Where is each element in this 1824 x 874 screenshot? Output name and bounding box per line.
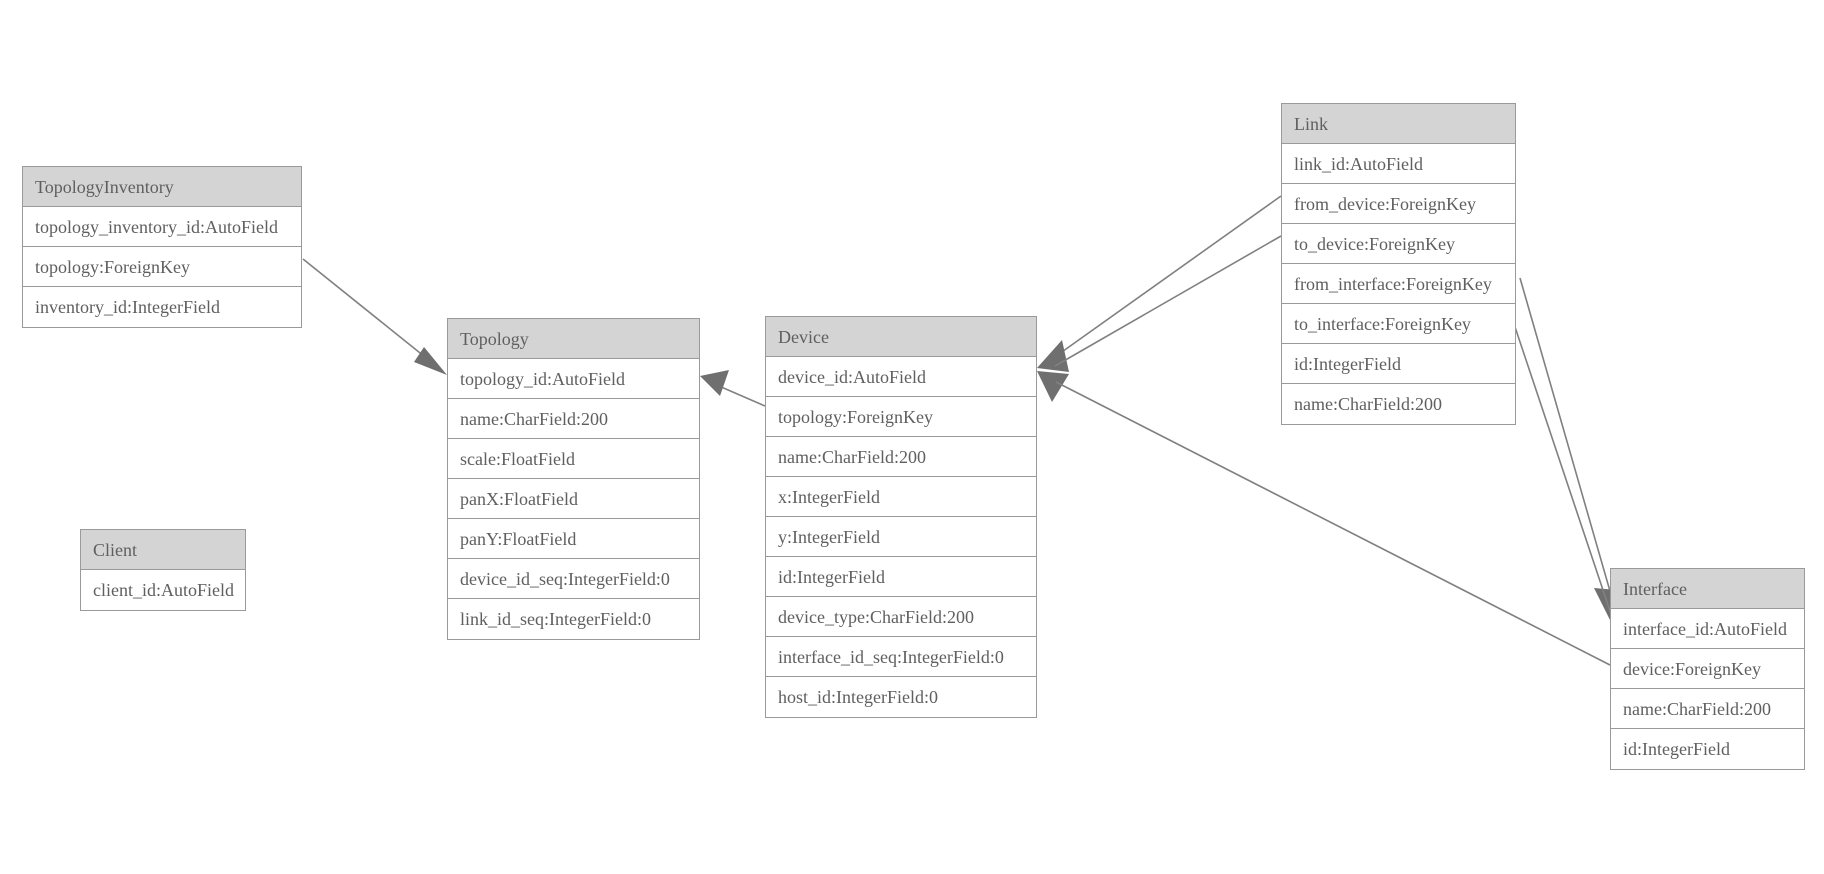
entity-fields-topology: topology_id:AutoField name:CharField:200… (448, 359, 699, 639)
field-row[interactable]: scale:FloatField (448, 439, 699, 479)
field-row[interactable]: from_interface:ForeignKey (1282, 264, 1515, 304)
entity-fields-client: client_id:AutoField (81, 570, 245, 610)
entity-topology-inventory[interactable]: TopologyInventory topology_inventory_id:… (22, 166, 302, 328)
field-row[interactable]: inventory_id:IntegerField (35, 297, 220, 317)
entity-title-topology-inventory: TopologyInventory (23, 167, 301, 207)
field-row[interactable]: y:IntegerField (766, 517, 1036, 557)
edge-topologyinventory-topology (302, 258, 447, 375)
field-row[interactable]: device:ForeignKey (1611, 649, 1804, 689)
field-row[interactable]: panX:FloatField (448, 479, 699, 519)
field-row[interactable]: panY:FloatField (448, 519, 699, 559)
edge-link-from-device (1037, 195, 1282, 372)
field-row[interactable]: link_id_seq:IntegerField:0 (460, 609, 651, 629)
edge-device-topology (700, 370, 766, 407)
field-row[interactable]: client_id:AutoField (93, 580, 234, 600)
field-row[interactable]: name:CharField:200 (766, 437, 1036, 477)
field-row[interactable]: name:CharField:200 (1294, 394, 1442, 414)
entity-title-device: Device (766, 317, 1036, 357)
field-row[interactable]: to_interface:ForeignKey (1282, 304, 1515, 344)
edge-link-to-device (1037, 235, 1282, 402)
entity-title-interface: Interface (1611, 569, 1804, 609)
field-row[interactable]: link_id:AutoField (1282, 144, 1515, 184)
entity-fields-device: device_id:AutoField topology:ForeignKey … (766, 357, 1036, 717)
field-row[interactable]: host_id:IntegerField:0 (778, 687, 938, 707)
entity-title-link: Link (1282, 104, 1515, 144)
entity-fields-interface: interface_id:AutoField device:ForeignKey… (1611, 609, 1804, 769)
field-row[interactable]: to_device:ForeignKey (1282, 224, 1515, 264)
entity-client[interactable]: Client client_id:AutoField (80, 529, 246, 611)
field-row[interactable]: device_id_seq:IntegerField:0 (448, 559, 699, 599)
field-row[interactable]: interface_id:AutoField (1611, 609, 1804, 649)
field-row[interactable]: device_type:CharField:200 (766, 597, 1036, 637)
entity-topology[interactable]: Topology topology_id:AutoField name:Char… (447, 318, 700, 640)
field-row[interactable]: device_id:AutoField (766, 357, 1036, 397)
entity-link[interactable]: Link link_id:AutoField from_device:Forei… (1281, 103, 1516, 425)
field-row[interactable]: topology_id:AutoField (448, 359, 699, 399)
entity-fields-link: link_id:AutoField from_device:ForeignKey… (1282, 144, 1515, 424)
entity-interface[interactable]: Interface interface_id:AutoField device:… (1610, 568, 1805, 770)
edge-link-to-interface (1511, 317, 1612, 615)
field-row[interactable]: id:IntegerField (1282, 344, 1515, 384)
entity-title-client: Client (81, 530, 245, 570)
field-row[interactable]: topology:ForeignKey (23, 247, 301, 287)
field-row[interactable]: id:IntegerField (1623, 739, 1730, 759)
field-row[interactable]: name:CharField:200 (448, 399, 699, 439)
entity-device[interactable]: Device device_id:AutoField topology:Fore… (765, 316, 1037, 718)
field-row[interactable]: interface_id_seq:IntegerField:0 (766, 637, 1036, 677)
field-row[interactable]: topology_inventory_id:AutoField (23, 207, 301, 247)
field-row[interactable]: topology:ForeignKey (766, 397, 1036, 437)
field-row[interactable]: x:IntegerField (766, 477, 1036, 517)
field-row[interactable]: from_device:ForeignKey (1282, 184, 1515, 224)
entity-fields-topology-inventory: topology_inventory_id:AutoField topology… (23, 207, 301, 327)
field-row[interactable]: id:IntegerField (766, 557, 1036, 597)
field-row[interactable]: name:CharField:200 (1611, 689, 1804, 729)
entity-title-topology: Topology (448, 319, 699, 359)
